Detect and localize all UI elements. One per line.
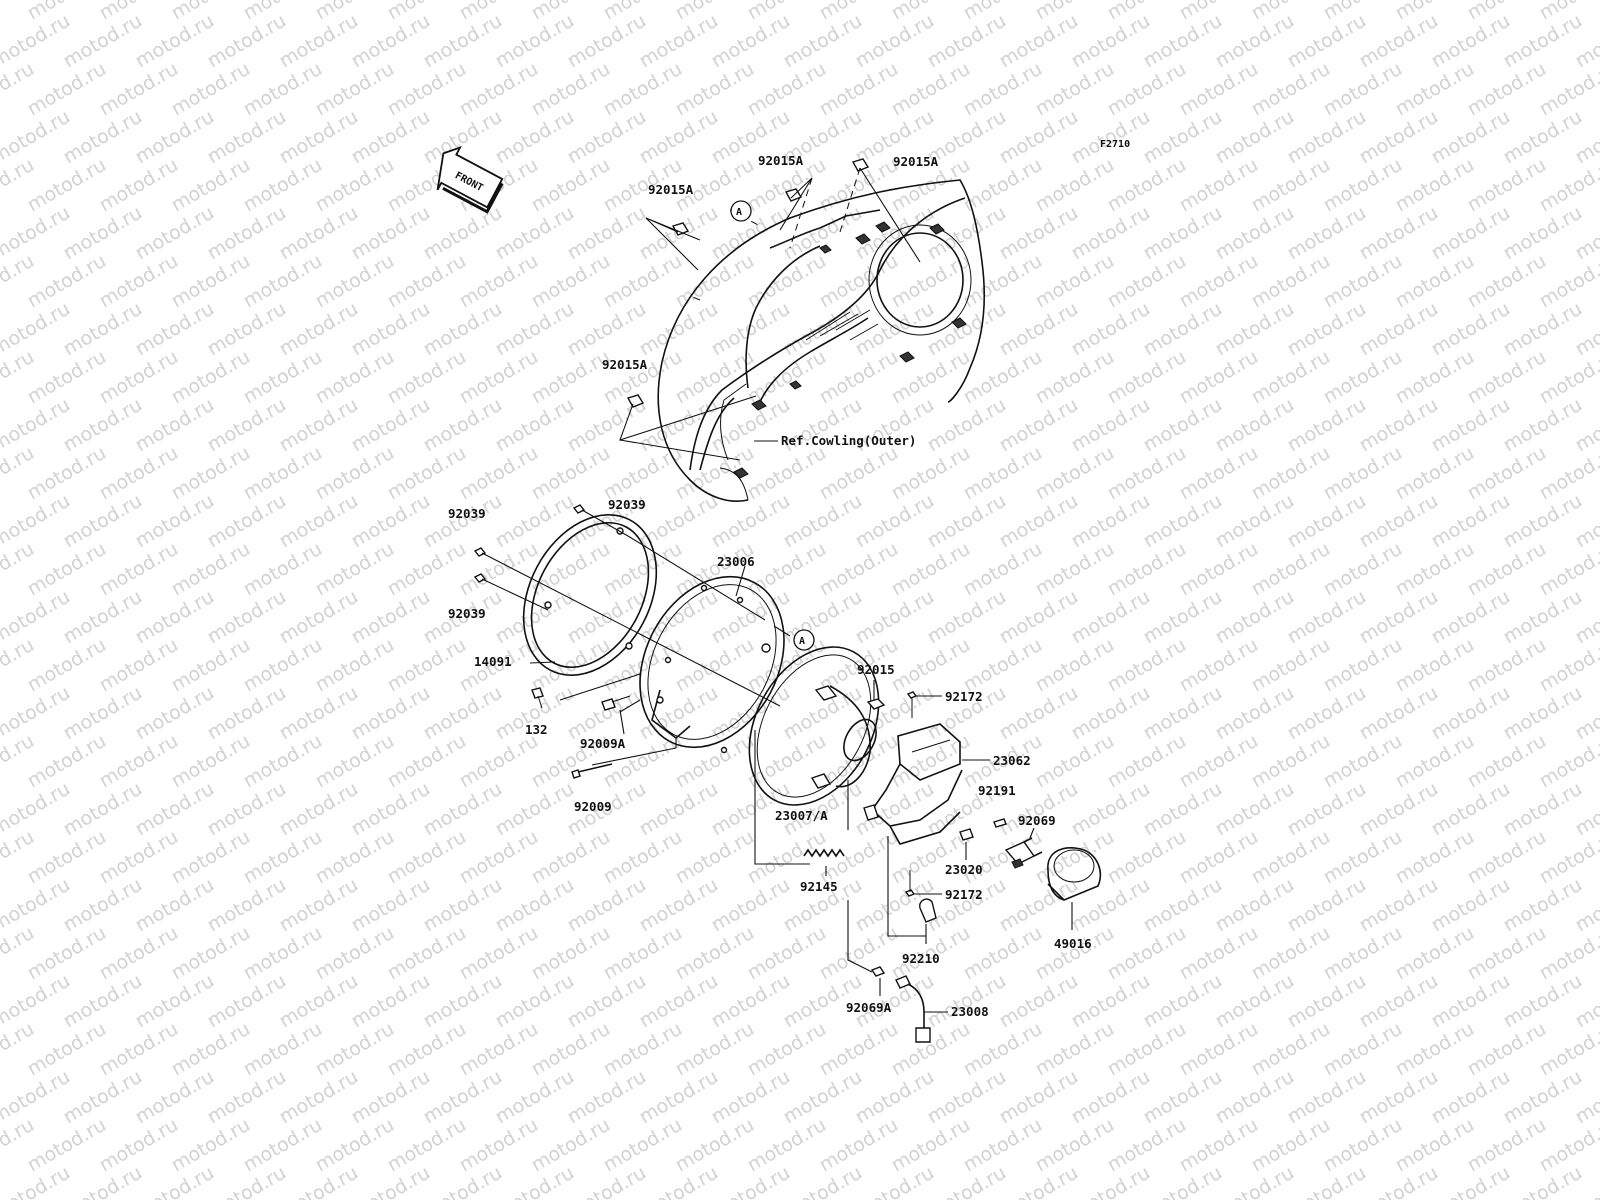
part-label: 92015A <box>893 154 939 169</box>
ref-cowling-label: Ref.Cowling(Outer) <box>781 433 916 448</box>
bracket-23062 <box>863 723 990 845</box>
pin-92191-icon <box>993 818 1007 828</box>
part-label: 92210 <box>902 951 940 966</box>
part-label: 92069A <box>846 1000 892 1015</box>
part-label: 92039 <box>448 506 486 521</box>
part-label: 23008 <box>951 1004 989 1019</box>
part-label: 92015A <box>648 182 694 197</box>
ref-mark-a-lower: A <box>793 629 815 651</box>
part-label: 92172 <box>945 887 983 902</box>
rim-leaders <box>481 509 810 865</box>
screw-132-icon <box>531 687 544 709</box>
bolt-92009A-icon <box>601 695 631 711</box>
bolt-92009-icon <box>571 763 613 779</box>
part-label: 92009 <box>574 799 612 814</box>
plate-92210-icon <box>887 836 937 944</box>
part-label: 14091 <box>474 654 512 669</box>
part-label: 92172 <box>945 689 983 704</box>
socket-23008-icon <box>895 975 948 1043</box>
part-label: 23007/A <box>775 808 828 823</box>
svg-text:A: A <box>799 636 805 647</box>
headlight-mount-ring-23006 <box>639 575 785 754</box>
part-label: 92015A <box>602 357 648 372</box>
part-label: 92145 <box>800 879 838 894</box>
spring-92145-icon <box>803 848 845 876</box>
part-label: 23062 <box>993 753 1031 768</box>
part-label: 92039 <box>448 606 486 621</box>
part-label: 132 <box>525 722 548 737</box>
nut-92015-icon <box>866 680 886 710</box>
bulb-92069-icon <box>1004 827 1043 869</box>
part-label: 92015 <box>857 662 895 677</box>
part-label: 23006 <box>717 554 755 569</box>
part-label: 92015A <box>758 153 804 168</box>
screw-92039-icon <box>473 504 586 583</box>
part-label: 92039 <box>608 497 646 512</box>
part-label: 92009A <box>580 736 626 751</box>
socket-23020-icon <box>959 828 974 860</box>
watermark-text: motod.ru <box>0 1162 2 1200</box>
part-label: 92069 <box>1018 813 1056 828</box>
part-label: 92191 <box>978 783 1016 798</box>
figure-code: F2710 <box>1100 139 1130 150</box>
screw-92172-icon <box>904 691 942 897</box>
bulb-92069A-icon <box>847 900 886 996</box>
cowling-outer-reference <box>657 179 986 502</box>
dust-cover-49016 <box>1047 846 1102 930</box>
part-number-labels: 92015A 92015A 92015A 92015A Ref.Cowling(… <box>448 153 1092 1019</box>
headlight-rim-14091 <box>522 514 658 676</box>
svg-text:A: A <box>736 207 742 218</box>
ref-mark-a-top: A <box>730 200 752 222</box>
part-label: 23020 <box>945 862 983 877</box>
front-arrow-icon: FRONT <box>436 145 504 214</box>
headlight-reflector-23007A <box>748 646 880 830</box>
part-label: 49016 <box>1054 936 1092 951</box>
